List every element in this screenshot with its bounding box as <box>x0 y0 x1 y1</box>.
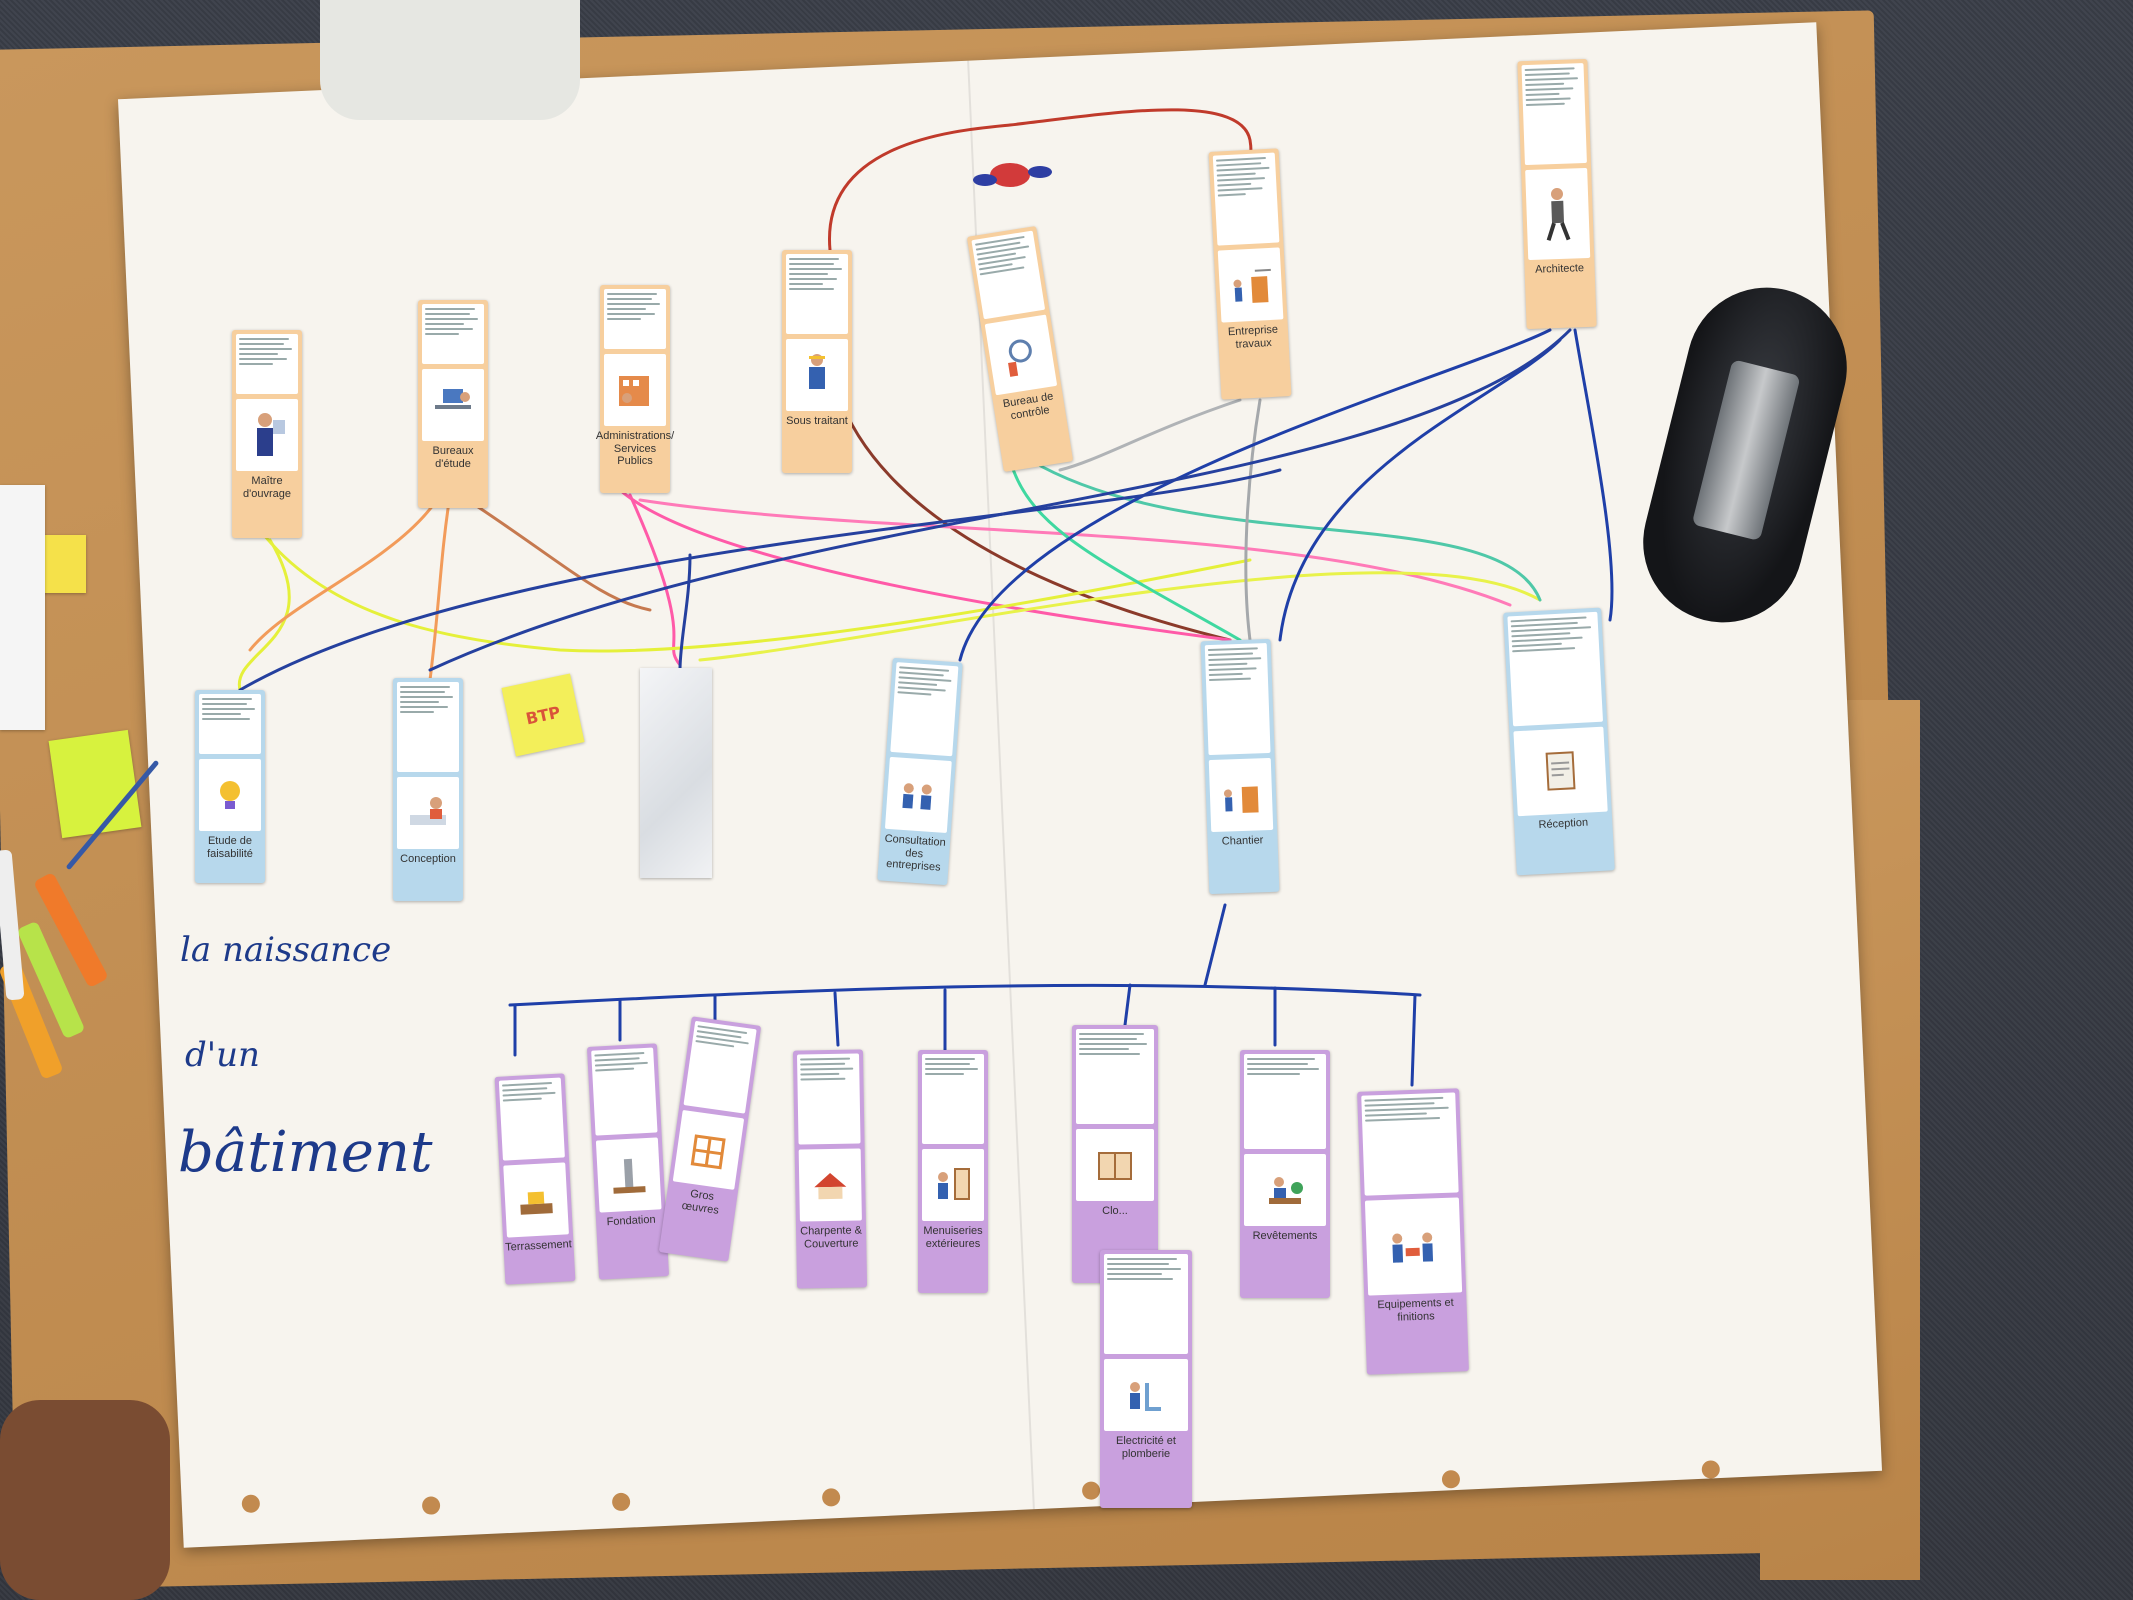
trade-card: Electricité et plomberie <box>1100 1250 1192 1508</box>
actor-label: Architecte <box>1534 262 1585 276</box>
architect-walking-icon <box>1525 167 1591 261</box>
construction-site-icon <box>1208 757 1274 833</box>
tape-roll <box>1691 359 1801 542</box>
earthwork-icon <box>503 1162 569 1238</box>
card-description <box>796 1053 861 1145</box>
card-description <box>683 1020 757 1114</box>
person-pointing-icon <box>236 399 298 471</box>
actor-card: Sous traitant <box>782 250 852 473</box>
trade-card: Menuiseries extérieures <box>918 1050 988 1293</box>
title-line-1: la naissance <box>180 930 392 970</box>
trade-card: Gros œuvres <box>658 1016 762 1262</box>
card-description <box>1204 642 1271 756</box>
card-description <box>922 1054 984 1144</box>
trade-label: Terrassement <box>504 1238 573 1254</box>
trade-label: Electricité et plomberie <box>1116 1435 1176 1460</box>
finishing-team-icon <box>1364 1197 1463 1296</box>
person-hand <box>0 1400 170 1600</box>
card-description <box>1521 62 1587 166</box>
phase-label: Réception <box>1538 816 1589 832</box>
trade-card: Fondation <box>586 1043 670 1280</box>
construction-worker-icon <box>786 339 848 411</box>
card-description <box>1244 1054 1326 1149</box>
actor-label: Maître d'ouvrage <box>243 475 291 500</box>
card-description <box>199 694 261 754</box>
trade-card: Equipements et finitions <box>1357 1088 1469 1375</box>
drafting-icon <box>397 777 459 849</box>
card-description <box>1212 152 1280 246</box>
plumber-electrician-icon <box>1104 1359 1188 1431</box>
team-meeting-icon <box>884 756 952 834</box>
trade-label: Fondation <box>606 1213 656 1229</box>
design-desk-icon <box>422 369 484 441</box>
actor-card: Bureaux d'étude <box>418 300 488 508</box>
trade-card: Revêtements <box>1240 1050 1330 1298</box>
flooring-worker-icon <box>1244 1154 1326 1226</box>
trade-card: Terrassement <box>494 1073 576 1285</box>
actor-label: Bureaux d'étude <box>432 445 474 470</box>
phase-label: Conception <box>400 853 456 865</box>
actor-label: Entreprise travaux <box>1227 323 1279 351</box>
phase-label: Consultation des entreprises <box>884 832 947 874</box>
card-description <box>604 289 666 349</box>
idea-bulb-icon <box>199 759 261 831</box>
btp-sticky-note: BTP <box>501 673 585 757</box>
phase-card: Réception <box>1503 607 1615 876</box>
person-shirt <box>320 0 580 120</box>
actor-label: Sous traitant <box>786 415 848 427</box>
card-description <box>971 230 1046 320</box>
trade-card: Charpente & Couverture <box>792 1049 868 1289</box>
construction-site-icon <box>1217 247 1284 323</box>
actor-label: Administrations/ Services Publics <box>595 430 675 468</box>
card-description <box>236 334 298 394</box>
trade-label: Equipements et finitions <box>1377 1296 1454 1324</box>
actor-card: Entreprise travaux <box>1208 148 1292 400</box>
paper-strip <box>0 485 45 730</box>
trade-card: Clo... <box>1072 1025 1158 1283</box>
actor-card: Bureau de contrôle <box>966 225 1074 473</box>
trade-label: Gros œuvres <box>681 1187 720 1217</box>
trade-label: Charpente & Couverture <box>800 1224 863 1251</box>
card-description <box>890 662 959 757</box>
actor-card: Maître d'ouvrage <box>232 330 302 538</box>
card-description <box>1076 1029 1154 1124</box>
phase-label: Etude de faisabilité <box>207 835 253 860</box>
actor-card: Architecte <box>1517 58 1597 330</box>
window-installer-icon <box>922 1149 984 1221</box>
partition-wall-icon <box>1076 1129 1154 1201</box>
phase-card: Consultation des entreprises <box>877 657 963 886</box>
card-description <box>1104 1254 1188 1354</box>
card-description <box>591 1047 658 1136</box>
title-line-2: d'un <box>185 1035 260 1075</box>
title-line-3: bâtiment <box>178 1120 433 1185</box>
card-description <box>498 1077 565 1161</box>
actor-card: Administrations/ Services Publics <box>596 285 674 493</box>
structural-work-icon <box>672 1109 745 1190</box>
sticky-note-green <box>48 729 142 839</box>
clipboard-signing-icon <box>1513 726 1608 817</box>
office-building-icon <box>604 354 666 426</box>
card-description <box>1507 611 1604 727</box>
blank-phase-card <box>640 668 712 878</box>
card-description <box>786 254 848 334</box>
trade-label: Clo... <box>1102 1205 1128 1217</box>
actor-label: Bureau de contrôle <box>1002 390 1055 422</box>
phase-card: Etude de faisabilité <box>195 690 265 883</box>
phase-label: Chantier <box>1221 834 1264 848</box>
card-description <box>422 304 484 364</box>
phase-card: Chantier <box>1200 638 1280 895</box>
trade-label: Menuiseries extérieures <box>923 1225 983 1250</box>
foundation-icon <box>595 1137 662 1213</box>
card-description <box>1361 1092 1459 1196</box>
trade-label: Revêtements <box>1252 1230 1318 1242</box>
phase-card: Conception <box>393 678 463 901</box>
roof-icon <box>798 1148 862 1222</box>
inspection-magnifier-icon <box>984 314 1058 396</box>
card-description <box>397 682 459 772</box>
